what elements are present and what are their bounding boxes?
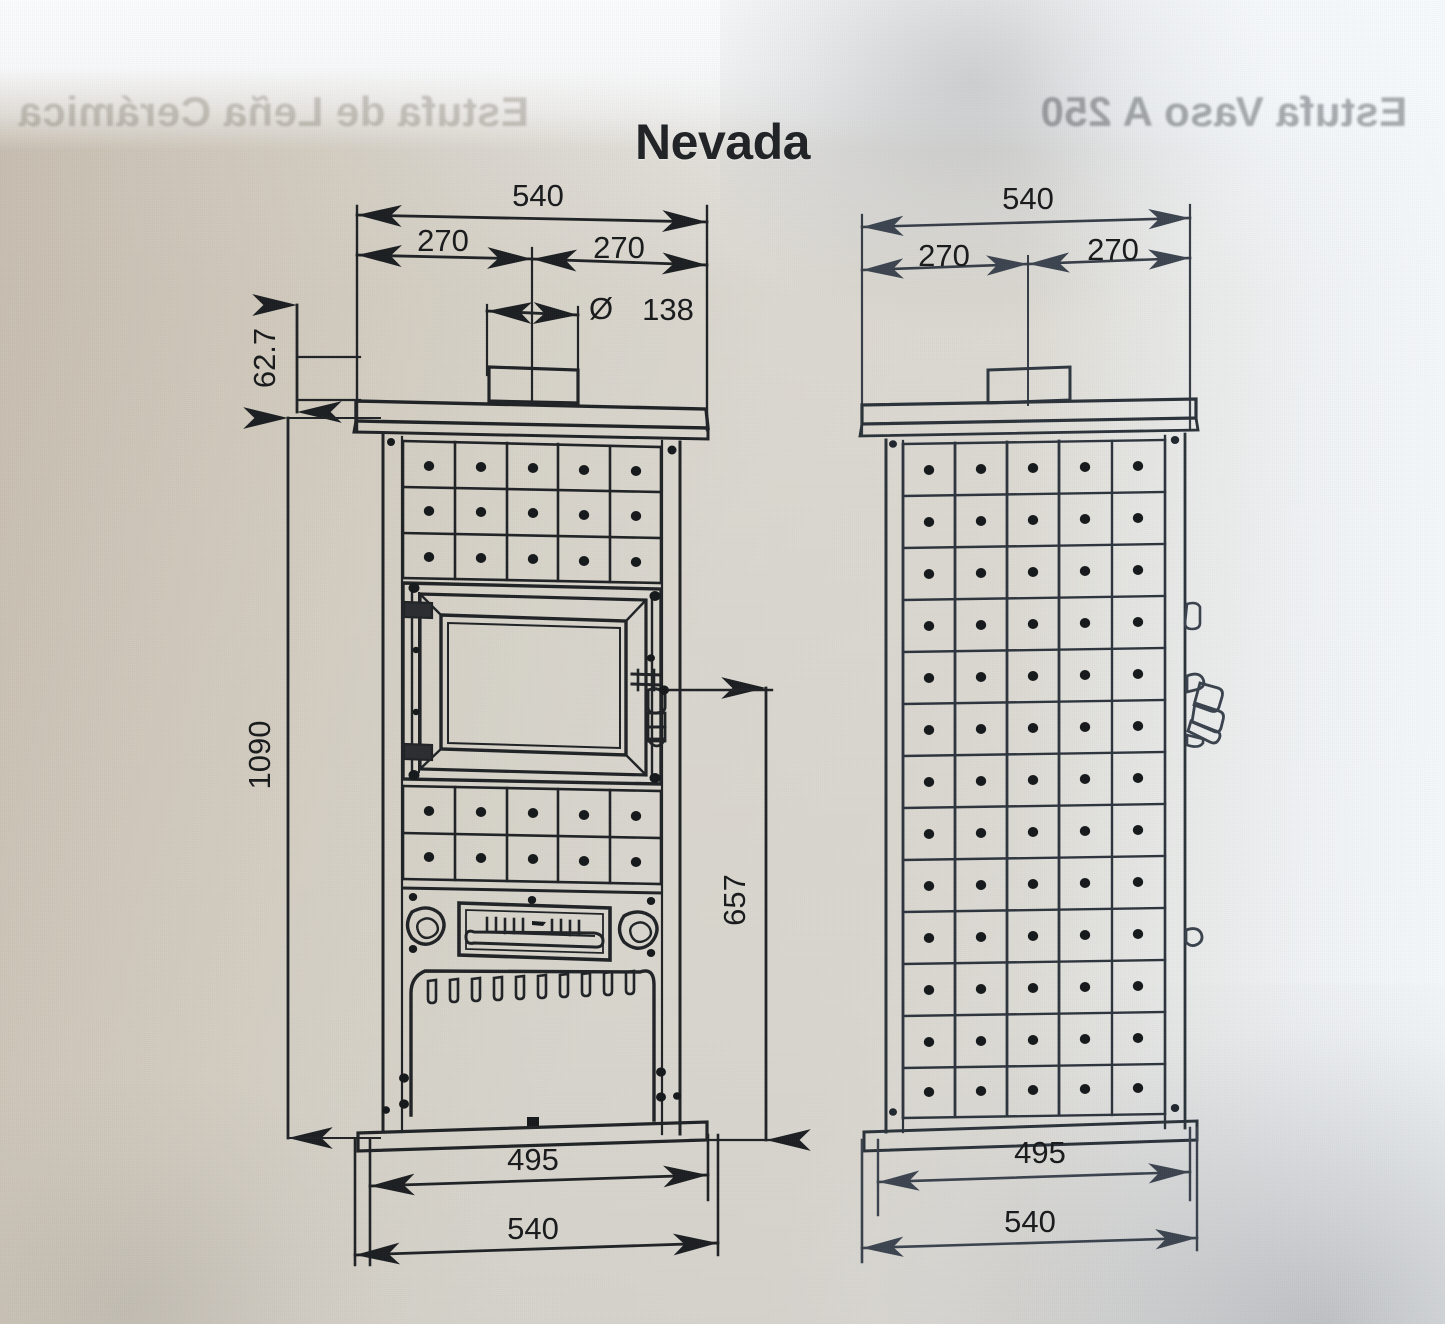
front-right-dimension-657 [658,677,811,1151]
side-view [858,203,1225,1264]
side-tile-dots [923,461,1144,1097]
dim-front-657: 657 [717,874,752,926]
front-bottom-dimensions [353,1133,720,1267]
dim-side-270-right: 270 [1087,232,1139,267]
front-base-arch [409,969,656,1122]
dim-side-540-bottom: 540 [1004,1204,1056,1239]
dim-front-diameter-symbol: Ø [589,291,613,326]
dim-side-495: 495 [1014,1135,1066,1170]
dim-front-138: 138 [642,292,694,327]
front-flue-collar [487,365,580,405]
front-upper-tile-dots [423,461,642,567]
side-view-dimension-labels: 540 270 270 495 540 [918,181,1139,1239]
front-top-dimensions [355,204,709,432]
side-top-plate [858,397,1200,438]
side-tile-panel [901,438,1167,1120]
front-body-frame [381,433,682,1136]
dim-front-540-bottom: 540 [507,1211,559,1246]
side-frame-studs [889,436,1180,1116]
front-door-handle [630,591,669,783]
dim-front-1090: 1090 [242,721,277,790]
dim-side-540-top: 540 [1002,181,1054,216]
front-top-plate [352,399,710,441]
front-view-dimension-labels: 540 270 270 Ø 138 62.7 1090 657 495 540 [242,178,752,1246]
front-door-hinges [402,583,434,780]
dim-side-270-left: 270 [918,238,970,273]
side-top-dimensions [860,203,1192,437]
drawing-title: Nevada [635,114,810,170]
side-door-handle [1183,601,1225,947]
front-view [243,204,811,1267]
front-upper-tile-panel [401,439,663,585]
front-leg-studs [382,1067,681,1128]
front-door-assembly [401,581,663,786]
dim-front-270-left: 270 [417,223,469,258]
front-ash-drawer-section [401,886,663,962]
dim-front-495: 495 [507,1142,559,1177]
side-bottom-dimensions [860,1126,1199,1264]
front-lower-tile-panel [401,784,663,886]
front-frame-studs [387,438,677,455]
dim-front-62-7: 62.7 [247,328,282,388]
front-left-dimensions [243,294,381,1149]
front-base-plinth [356,1120,709,1153]
dim-front-270-right: 270 [593,230,645,265]
dim-front-540-top: 540 [512,178,564,213]
